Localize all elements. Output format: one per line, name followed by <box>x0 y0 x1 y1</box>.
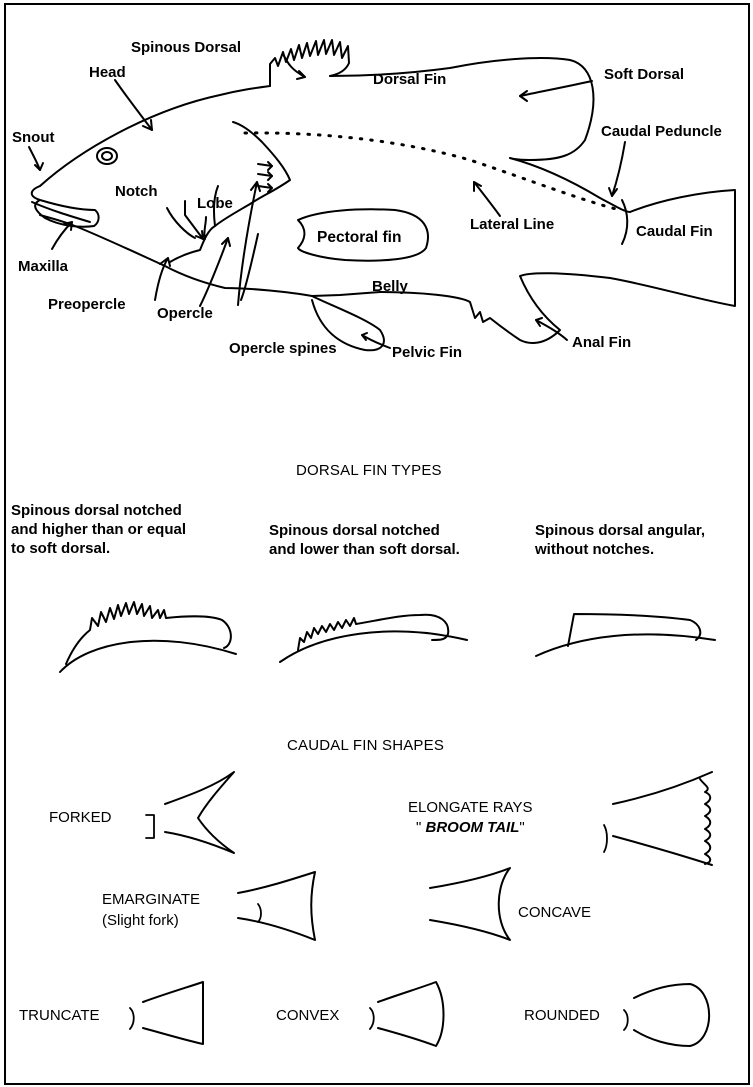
label-lobe: Lobe <box>197 195 233 212</box>
label-preopercle: Preopercle <box>48 296 126 313</box>
label-forked: FORKED <box>49 809 112 827</box>
label-emarginate-line2: (Slight fork) <box>102 910 200 931</box>
label-caudal-fin: Caudal Fin <box>636 223 713 240</box>
label-emarginate: EMARGINATE (Slight fork) <box>102 889 200 931</box>
label-truncate: TRUNCATE <box>19 1007 100 1025</box>
dorsal-type-1-desc: Spinous dorsal notched and higher than o… <box>11 501 186 558</box>
dorsal-type-2-desc: Spinous dorsal notched and lower than so… <box>269 521 460 559</box>
label-opercle: Opercle <box>157 305 213 322</box>
eye <box>97 148 117 164</box>
label-broom-tail: BROOM TAIL <box>426 819 520 836</box>
label-broom-tail-line: " BROOM TAIL" <box>408 818 532 838</box>
anal-fin-outline <box>380 273 610 343</box>
label-pelvic-fin: Pelvic Fin <box>392 344 462 361</box>
caudal-emarginate-drawing <box>238 872 315 940</box>
dorsal-type-1-line3: to soft dorsal. <box>11 539 186 558</box>
dorsal-type-2-line2: and lower than soft dorsal. <box>269 540 460 559</box>
caudal-section-title: CAUDAL FIN SHAPES <box>287 737 444 754</box>
caudal-fin-outline <box>610 190 735 306</box>
dorsal-section-title: DORSAL FIN TYPES <box>296 462 442 479</box>
dorsal-type-1-line2: and higher than or equal <box>11 520 186 539</box>
dorsal-type-3-drawing <box>536 614 715 656</box>
label-convex: CONVEX <box>276 1007 339 1025</box>
label-dorsal-fin: Dorsal Fin <box>373 71 446 88</box>
label-emarginate-line1: EMARGINATE <box>102 889 200 910</box>
caudal-concave-drawing <box>430 868 510 940</box>
caudal-truncate-drawing <box>143 982 203 1044</box>
label-maxilla: Maxilla <box>18 258 68 275</box>
label-caudal-peduncle: Caudal Peduncle <box>601 123 722 140</box>
label-spinous-dorsal: Spinous Dorsal <box>131 39 241 56</box>
caudal-fin-bracket <box>622 200 627 244</box>
dorsal-type-2-drawing <box>280 615 467 662</box>
dorsal-type-3-line1: Spinous dorsal angular, <box>535 521 705 540</box>
label-elongate-line1: ELONGATE RAYS <box>408 798 532 818</box>
caudal-rounded-drawing <box>634 984 709 1046</box>
shape-brackets <box>130 815 628 1030</box>
label-anal-fin: Anal Fin <box>572 334 631 351</box>
dorsal-type-2-line1: Spinous dorsal notched <box>269 521 460 540</box>
label-soft-dorsal: Soft Dorsal <box>604 66 684 83</box>
soft-dorsal-outline <box>330 58 593 160</box>
quote-close: " <box>519 819 524 836</box>
label-rounded: ROUNDED <box>524 1007 600 1025</box>
label-elongate-rays: ELONGATE RAYS " BROOM TAIL" <box>408 798 532 838</box>
label-notch: Notch <box>115 183 158 200</box>
label-snout: Snout <box>12 129 55 146</box>
label-concave: CONCAVE <box>518 904 591 922</box>
dorsal-type-1-line1: Spinous dorsal notched <box>11 501 186 520</box>
dorsal-type-3-line2: without notches. <box>535 540 705 559</box>
label-belly: Belly <box>372 278 408 295</box>
spinous-dorsal-spines <box>270 40 349 86</box>
label-pectoral-fin: Pectoral fin <box>317 229 401 246</box>
label-head: Head <box>89 64 126 81</box>
caudal-convex-drawing <box>378 982 444 1046</box>
dorsal-type-1-drawing <box>60 602 236 672</box>
lateral-line <box>245 133 620 210</box>
label-opercle-spines: Opercle spines <box>229 340 337 357</box>
caudal-forked-drawing <box>165 772 234 853</box>
caudal-broom-tail-drawing <box>613 772 712 865</box>
dorsal-type-3-desc: Spinous dorsal angular, without notches. <box>535 521 705 559</box>
label-lateral-line: Lateral Line <box>470 216 554 233</box>
quote-open: " <box>416 819 426 836</box>
